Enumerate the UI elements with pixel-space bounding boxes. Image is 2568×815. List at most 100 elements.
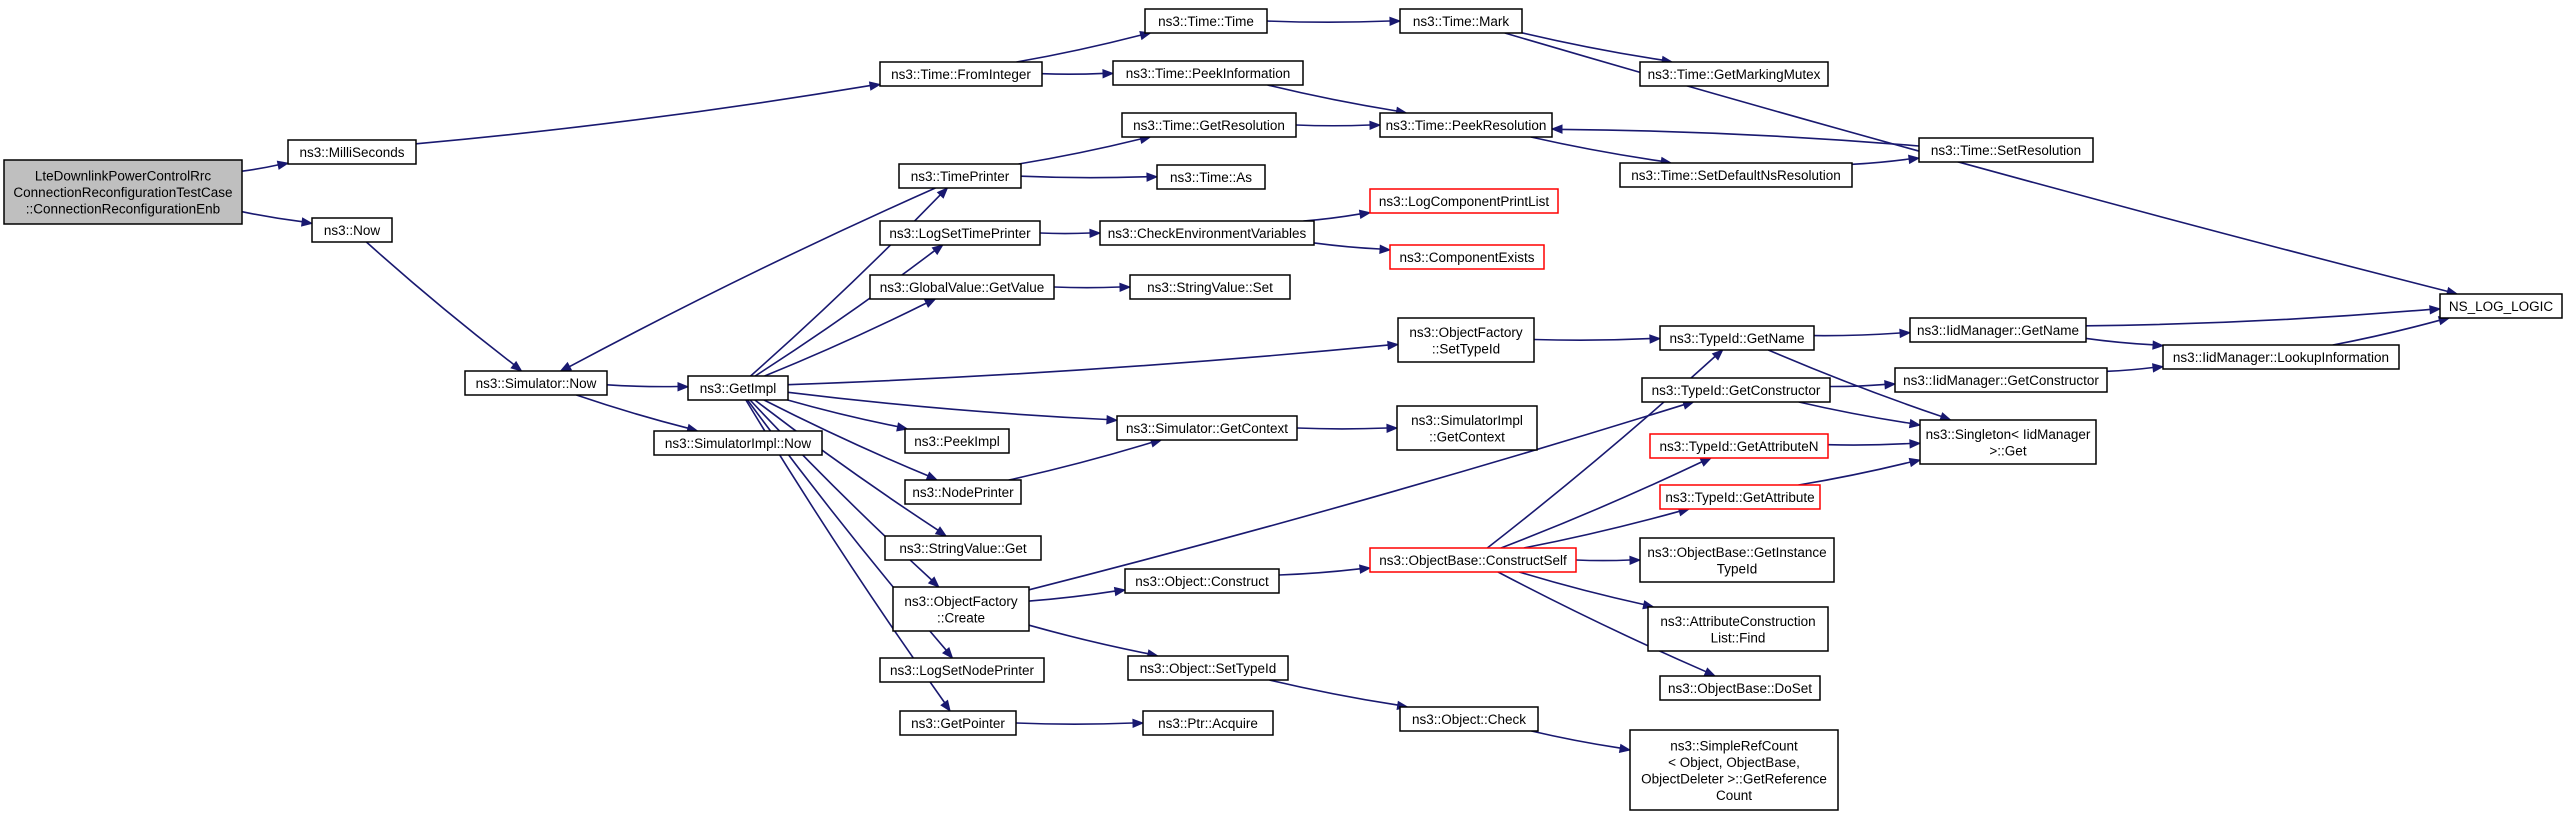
edge-timeprinter-to-getres: [1018, 134, 1152, 165]
edge-line: [754, 250, 936, 377]
node-time-mark[interactable]: ns3::Time::Mark: [1399, 8, 1523, 34]
node-sv-set[interactable]: ns3::StringValue::Set: [1129, 274, 1291, 300]
node-simimpl-now[interactable]: ns3::SimulatorImpl::Now: [653, 430, 823, 456]
node-time-time[interactable]: ns3::Time::Time: [1144, 8, 1268, 34]
node-iid-lookup[interactable]: ns3::IidManager::LookupInformation: [2162, 344, 2400, 370]
edge-line: [1767, 349, 1942, 418]
edge-fromint-to-peekinfo: [1041, 68, 1115, 79]
node-label: ns3::StringValue::Get: [899, 541, 1027, 556]
node-label: >::Get: [1989, 443, 2026, 458]
node-timeprinter[interactable]: ns3::TimePrinter: [898, 163, 1022, 189]
node-logsettimeprinter[interactable]: ns3::LogSetTimePrinter: [879, 220, 1041, 246]
node-simimpl-getcontext[interactable]: ns3::SimulatorImpl::GetContext: [1396, 405, 1538, 451]
node-label: ns3::Singleton< IidManager: [1926, 427, 2091, 442]
node-box: [1918, 137, 2094, 163]
edge-sim-now-to-simimpl-now: [576, 394, 699, 433]
node-gv-getvalue[interactable]: ns3::GlobalValue::GetValue: [869, 274, 1055, 300]
arrowhead-icon: [1703, 667, 1717, 677]
node-iid-getname[interactable]: ns3::IidManager::GetName: [1909, 317, 2087, 343]
node-box: [1369, 547, 1577, 573]
edge-line: [1296, 427, 1388, 430]
node-getimpl[interactable]: ns3::GetImpl: [687, 375, 789, 401]
edge-line: [787, 391, 1108, 421]
edge-line: [569, 187, 936, 368]
node-milliseconds[interactable]: ns3::MilliSeconds: [287, 139, 417, 165]
node-time-as[interactable]: ns3::Time::As: [1156, 164, 1266, 190]
node-obj-settypeid[interactable]: ns3::Object::SetTypeId: [1127, 655, 1289, 681]
node-label: ns3::Object::SetTypeId: [1140, 661, 1277, 676]
node-label: ns3::Time::SetResolution: [1931, 143, 2081, 158]
node-ptr-acquire[interactable]: ns3::Ptr::Acquire: [1142, 710, 1274, 736]
node-peekinfo[interactable]: ns3::Time::PeekInformation: [1112, 60, 1304, 86]
node-typeid-getattr[interactable]: ns3::TypeId::GetAttribute: [1659, 484, 1821, 510]
node-obj-check[interactable]: ns3::Object::Check: [1399, 706, 1539, 732]
edge-getimpl-to-of-settypeid: [787, 340, 1400, 386]
node-label: ns3::Object::Check: [1412, 712, 1526, 727]
node-label: ns3::PeekImpl: [914, 434, 1000, 449]
node-compexists[interactable]: ns3::ComponentExists: [1389, 244, 1545, 270]
node-label: ns3::SimulatorImpl: [1411, 413, 1523, 428]
node-singleton-get[interactable]: ns3::Singleton< IidManager>::Get: [1919, 419, 2097, 465]
node-label: ns3::ObjectFactory: [1409, 325, 1523, 340]
arrowhead-icon: [1132, 718, 1145, 729]
node-getmarkingmutex[interactable]: ns3::Time::GetMarkingMutex: [1639, 61, 1829, 87]
edge-getimpl-to-sim-getcontext: [787, 391, 1119, 425]
node-typeid-getattrn[interactable]: ns3::TypeId::GetAttributeN: [1649, 433, 1829, 459]
edge-obj-construct-to-ob-constructself: [1278, 564, 1372, 576]
node-box: [2162, 344, 2400, 370]
node-checkenv[interactable]: ns3::CheckEnvironmentVariables: [1099, 220, 1315, 246]
arrowhead-icon: [301, 217, 314, 227]
node-setres[interactable]: ns3::Time::SetResolution: [1918, 137, 2094, 163]
node-logcompprint[interactable]: ns3::LogComponentPrintList: [1369, 188, 1559, 214]
node-of-settypeid[interactable]: ns3::ObjectFactory::SetTypeId: [1397, 317, 1535, 363]
node-label: ns3::IidManager::LookupInformation: [2173, 350, 2389, 365]
node-ob-constructself[interactable]: ns3::ObjectBase::ConstructSelf: [1369, 547, 1577, 573]
node-label: ns3::Time::SetDefaultNsResolution: [1631, 168, 1841, 183]
node-box: [1397, 317, 1535, 363]
edge-line: [754, 399, 939, 531]
node-typeid-getname[interactable]: ns3::TypeId::GetName: [1659, 325, 1815, 351]
node-label: ns3::Object::Construct: [1135, 574, 1269, 589]
node-now[interactable]: ns3::Now: [311, 217, 393, 243]
node-getpointer[interactable]: ns3::GetPointer: [899, 710, 1017, 736]
edge-checkenv-to-logcompprint: [1303, 209, 1372, 222]
edge-line: [241, 210, 303, 223]
node-obj-construct[interactable]: ns3::Object::Construct: [1124, 568, 1280, 594]
node-peekres[interactable]: ns3::Time::PeekResolution: [1379, 112, 1553, 138]
node-box: [899, 710, 1017, 736]
node-ob-doset[interactable]: ns3::ObjectBase::DoSet: [1659, 675, 1821, 701]
edge-typeid-getctor-to-singleton-get: [1798, 401, 1922, 429]
node-label: ns3::ObjectBase::GetInstance: [1647, 545, 1826, 560]
arrowhead-icon: [1711, 349, 1724, 361]
node-getres[interactable]: ns3::Time::GetResolution: [1121, 112, 1297, 138]
edge-line: [241, 164, 279, 172]
node-sv-get[interactable]: ns3::StringValue::Get: [884, 535, 1042, 561]
edge-now-to-sim-now: [365, 241, 523, 372]
node-label: ns3::TypeId::GetName: [1669, 331, 1804, 346]
edge-peekres-to-setdefres: [1530, 136, 1673, 167]
arrowhead-icon: [1909, 439, 1922, 449]
node-box: [1112, 60, 1304, 86]
arrowhead-icon: [677, 382, 690, 392]
edge-line: [2085, 337, 2154, 346]
node-iid-getctor[interactable]: ns3::IidManager::GetConstructor: [1894, 367, 2108, 393]
node-simplerefcount[interactable]: ns3::SimpleRefCount< Object, ObjectBase,…: [1629, 729, 1839, 811]
node-of-create[interactable]: ns3::ObjectFactory::Create: [892, 586, 1030, 632]
node-setdefres[interactable]: ns3::Time::SetDefaultNsResolution: [1619, 162, 1853, 188]
node-nodeprinter[interactable]: ns3::NodePrinter: [904, 479, 1022, 505]
node-nslog[interactable]: NS_LOG_LOGIC: [2439, 293, 2563, 319]
node-sim-getcontext[interactable]: ns3::Simulator::GetContext: [1116, 415, 1298, 441]
node-logsetnodeprinter[interactable]: ns3::LogSetNodePrinter: [879, 657, 1045, 683]
node-typeid-getctor[interactable]: ns3::TypeId::GetConstructor: [1641, 377, 1831, 403]
node-root[interactable]: LteDownlinkPowerControlRrcConnectionReco…: [3, 159, 243, 225]
node-box: [2439, 293, 2563, 319]
edge-iid-getname-to-nslog: [2085, 305, 2442, 327]
node-peekimpl[interactable]: ns3::PeekImpl: [904, 428, 1010, 454]
node-fromint[interactable]: ns3::Time::FromInteger: [879, 61, 1043, 87]
edge-line: [1008, 441, 1152, 481]
node-box: [879, 61, 1043, 87]
arrowhead-icon: [940, 699, 951, 713]
node-sim-now[interactable]: ns3::Simulator::Now: [464, 370, 608, 396]
